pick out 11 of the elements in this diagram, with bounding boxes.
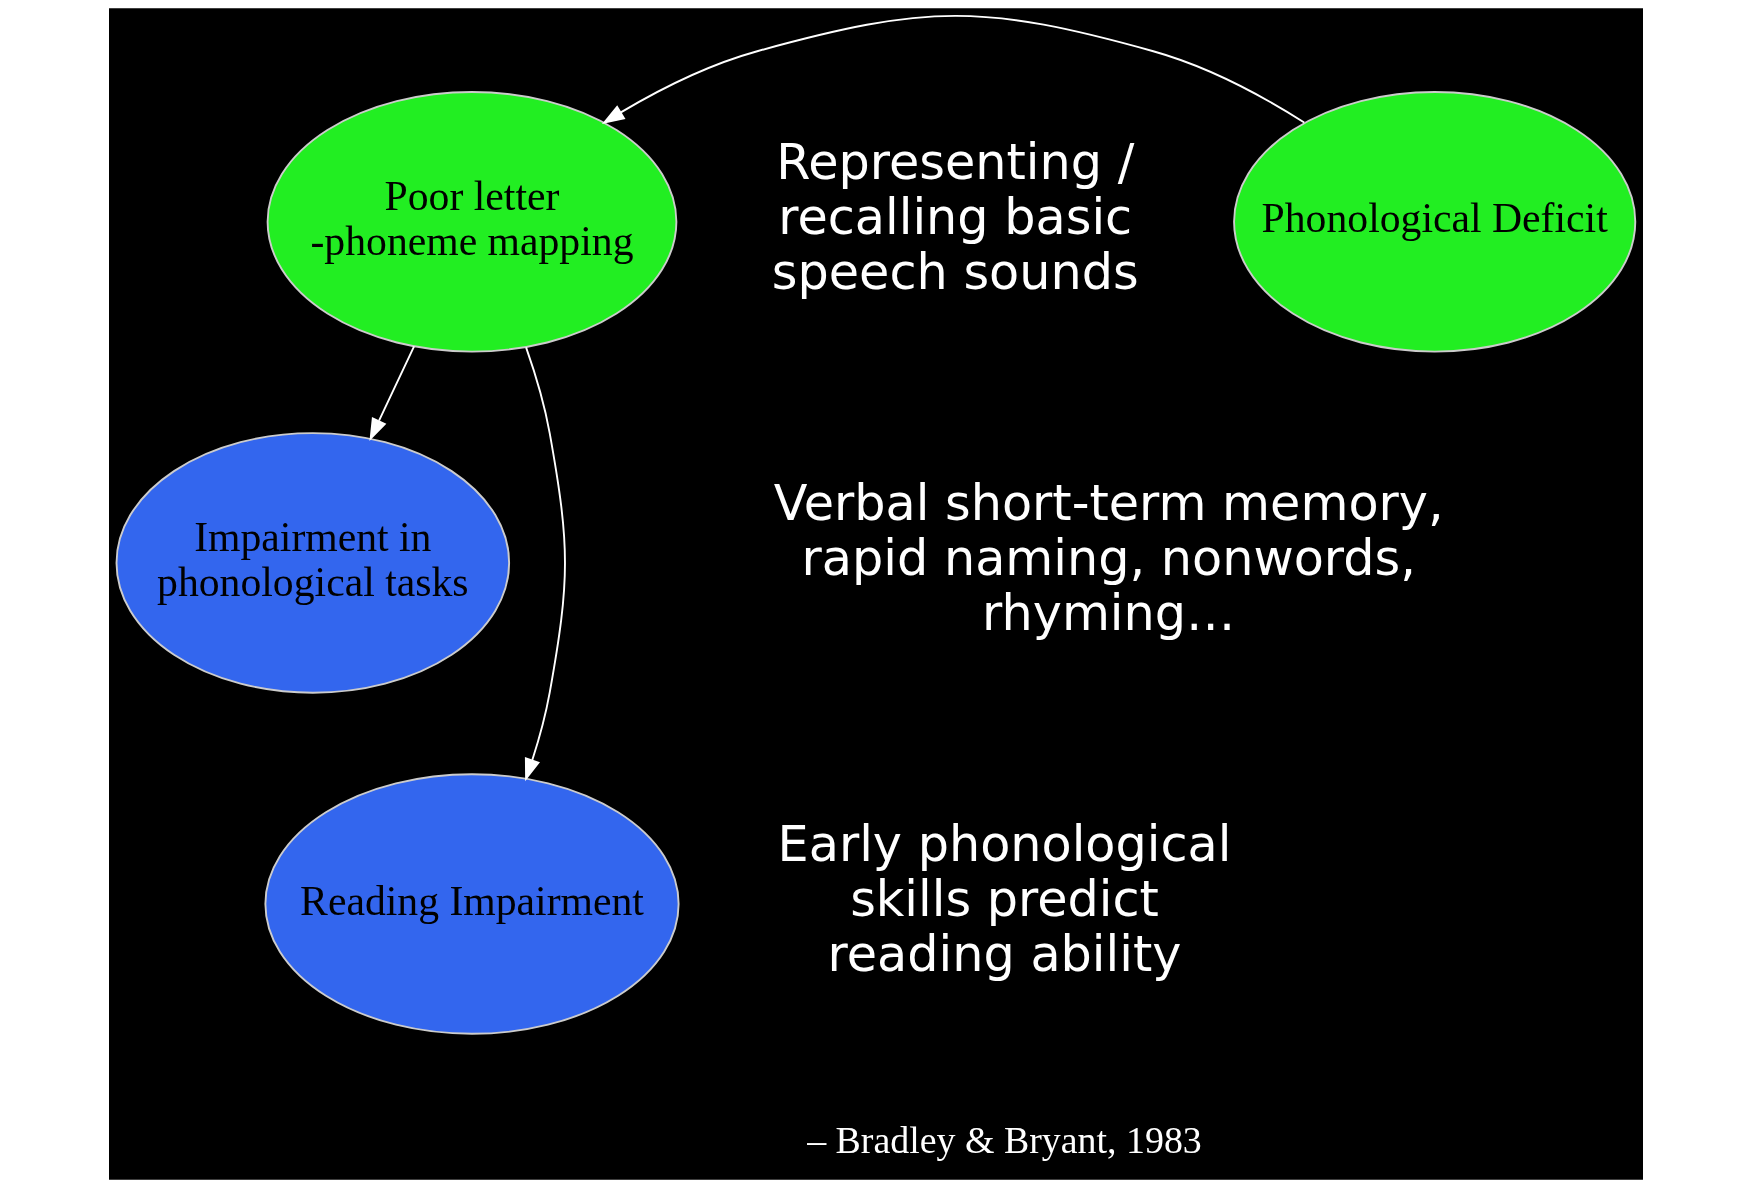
node-ellipse: Impairment in phonological tasks	[115, 432, 510, 694]
node-ellipse: Reading Impairment	[263, 773, 680, 1035]
label: Representing / recalling basic speech sounds	[771, 132, 1139, 301]
node-ellipse: Poor letter -phoneme mapping	[266, 91, 677, 353]
node-ellipse: Phonological Deficit	[1232, 91, 1636, 353]
label: Early phonological skills predict reading ability	[777, 814, 1231, 983]
label: Verbal short-term memory, rapid naming, nonwords, rhyming…	[773, 473, 1444, 642]
arrow	[524, 346, 566, 782]
arrow	[601, 14, 1305, 124]
arrow	[368, 345, 415, 441]
label: – Bradley & Bryant, 1983	[806, 1119, 1202, 1162]
